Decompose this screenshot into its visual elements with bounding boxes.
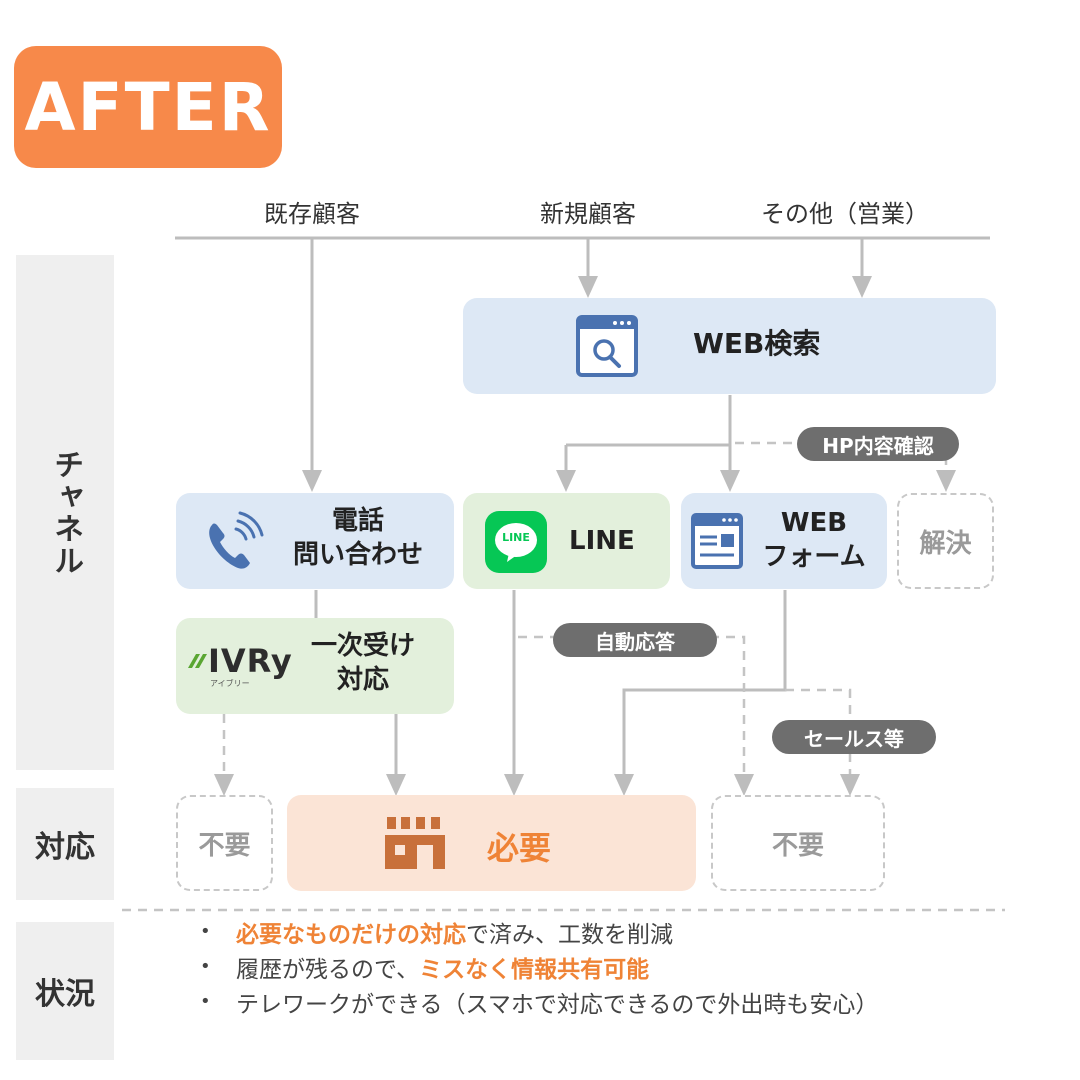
ivry-label-line2: 対応 <box>336 664 389 695</box>
auto-reply-dashed <box>518 635 746 776</box>
ivry-mark-icon <box>188 654 207 668</box>
ivry-first-response-box: IVRy アイブリー 一次受け 対応 <box>176 618 454 714</box>
source-new-customer: 新規顧客 <box>540 200 636 228</box>
bullet-item: • テレワークができる（スマホで対応できるので外出時も安心） <box>200 984 1020 1019</box>
line-box: LINE LINE <box>463 493 670 589</box>
web-form-label-line2: フォーム <box>762 541 866 572</box>
phone-label-line2: 問い合わせ <box>292 539 423 570</box>
building-icon <box>383 815 447 875</box>
sales-dashed <box>785 688 852 776</box>
web-search-box: WEB検索 <box>463 298 996 394</box>
ivry-logo: IVRy アイブリー <box>188 642 293 689</box>
web-form-icon <box>691 513 743 573</box>
bullet-2-text: 履歴が残るので、 <box>236 956 420 983</box>
bullet-1-text: で済み、工数を削減 <box>466 921 673 948</box>
resolved-box: 解決 <box>897 493 994 589</box>
source-other-sales: その他（営業） <box>761 200 929 228</box>
arrowheads <box>214 276 956 796</box>
unneeded-right-box: 不要 <box>711 795 885 891</box>
bullet-dot-icon: • <box>200 921 211 942</box>
web-form-label-line1: WEB <box>780 508 848 538</box>
line-icon-text: LINE <box>502 531 530 544</box>
unneeded-left-box: 不要 <box>176 795 273 891</box>
phone-label-line1: 電話 <box>331 506 384 536</box>
line-label: LINE <box>569 526 635 556</box>
side-label-status: 状況 <box>16 922 114 1060</box>
web-form-box: WEB フォーム <box>681 493 887 589</box>
sales-etc-pill: セールス等 <box>772 720 936 754</box>
side-label-channel-text: チャネル <box>48 448 83 577</box>
ivry-label-line1: 一次受け <box>310 631 415 661</box>
bullet-2-highlight: ミスなく情報共有可能 <box>419 956 650 983</box>
bullet-3-text: テレワークができる（スマホで対応できるので外出時も安心） <box>236 991 879 1018</box>
bullet-dot-icon: • <box>200 956 211 977</box>
bullet-dot-icon: • <box>200 991 211 1012</box>
hp-check-pill: HP内容確認 <box>797 427 959 461</box>
side-label-channel: チャネル <box>16 255 114 770</box>
ivry-label: 一次受け 対応 <box>288 630 438 698</box>
bullet-item: • 必要なものだけの対応で済み、工数を削減 <box>200 914 1020 949</box>
web-search-label: WEB検索 <box>693 327 821 360</box>
phone-inquiry-box: 電話 問い合わせ <box>176 493 454 589</box>
after-badge: AFTER <box>14 46 282 168</box>
browser-search-icon <box>575 314 639 382</box>
bullet-item: • 履歴が残るので、ミスなく情報共有可能 <box>200 949 1020 984</box>
line-app-icon: LINE <box>485 511 547 577</box>
status-bullet-list: • 必要なものだけの対応で済み、工数を削減 • 履歴が残るので、ミスなく情報共有… <box>200 914 1020 1019</box>
phone-icon <box>202 511 268 577</box>
web-form-label: WEB フォーム <box>749 507 879 575</box>
form-to-needed-line <box>622 590 787 776</box>
source-existing-customer: 既存顧客 <box>264 200 360 228</box>
ivry-logo-sub: アイブリー <box>210 679 250 688</box>
ivry-logo-main: IVRy <box>188 642 293 680</box>
phone-inquiry-label: 電話 問い合わせ <box>278 505 438 573</box>
auto-reply-pill: 自動応答 <box>553 623 717 657</box>
needed-box: 必要 <box>287 795 696 891</box>
side-label-response: 対応 <box>16 788 114 900</box>
ivry-logo-text: IVRy <box>208 642 293 680</box>
needed-label: 必要 <box>487 829 552 867</box>
bullet-1-highlight: 必要なものだけの対応 <box>236 921 466 948</box>
